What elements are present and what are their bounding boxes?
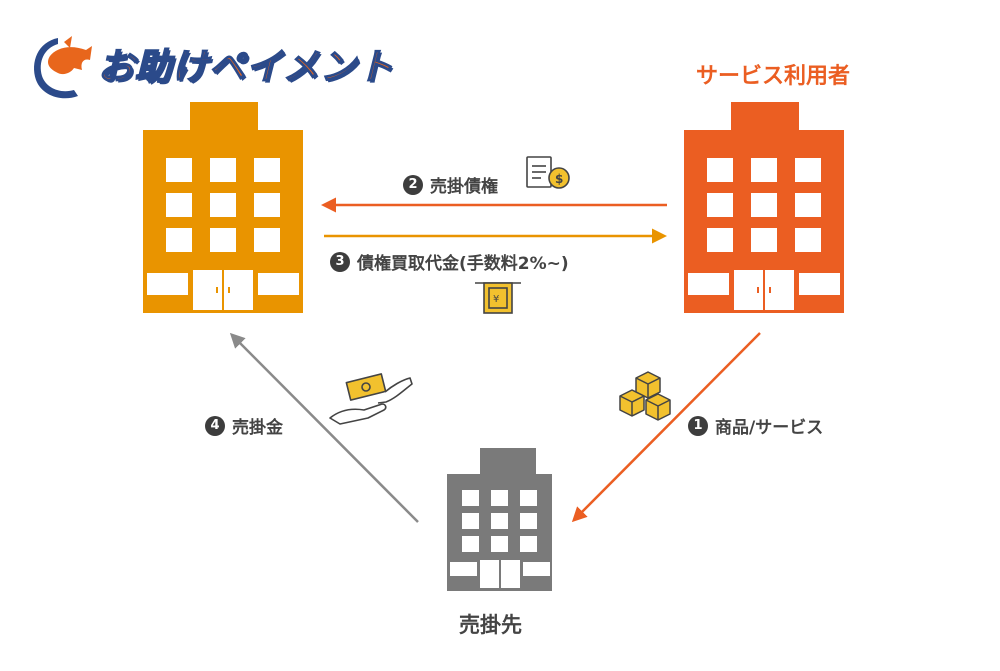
flow-label-2: 2 売掛債権 — [403, 172, 498, 197]
step-number-badge: 2 — [403, 174, 423, 195]
step-number-badge: 4 — [205, 415, 225, 436]
invoice-coin-icon — [526, 156, 570, 189]
debtor-title: 売掛先 — [459, 613, 522, 637]
flow-text: 売掛金 — [232, 418, 283, 438]
flow-arrow-1 — [571, 332, 761, 523]
flow-label-3: 3 債権買取代金(手数料2%~) — [330, 249, 569, 274]
factoring-company-building-icon — [143, 102, 303, 313]
money-hand-icon — [329, 373, 413, 425]
service-user-building-icon — [684, 102, 844, 313]
debtor-building-icon — [447, 448, 552, 591]
logo-mark-icon — [34, 36, 92, 99]
dollar-glyph-icon: $ — [555, 172, 563, 186]
flow-arrow-4 — [229, 332, 419, 523]
flow-text: 売掛債権 — [430, 177, 498, 197]
flow-text: 商品/サービス — [715, 418, 824, 438]
service-user-title: サービス利用者 — [696, 64, 851, 89]
cash-withdraw-icon — [475, 282, 521, 314]
step-number-badge: 1 — [688, 415, 708, 436]
flow-label-4: 4 売掛金 — [205, 413, 283, 438]
step-number-badge: 3 — [330, 251, 350, 272]
flow-text: 債権買取代金(手数料2%~) — [357, 254, 569, 274]
boxes-icon — [619, 371, 671, 421]
yen-glyph-icon: ¥ — [493, 294, 499, 305]
flow-label-1: 1 商品/サービス — [688, 413, 823, 438]
logo-text: お助けペイメント — [97, 46, 395, 89]
